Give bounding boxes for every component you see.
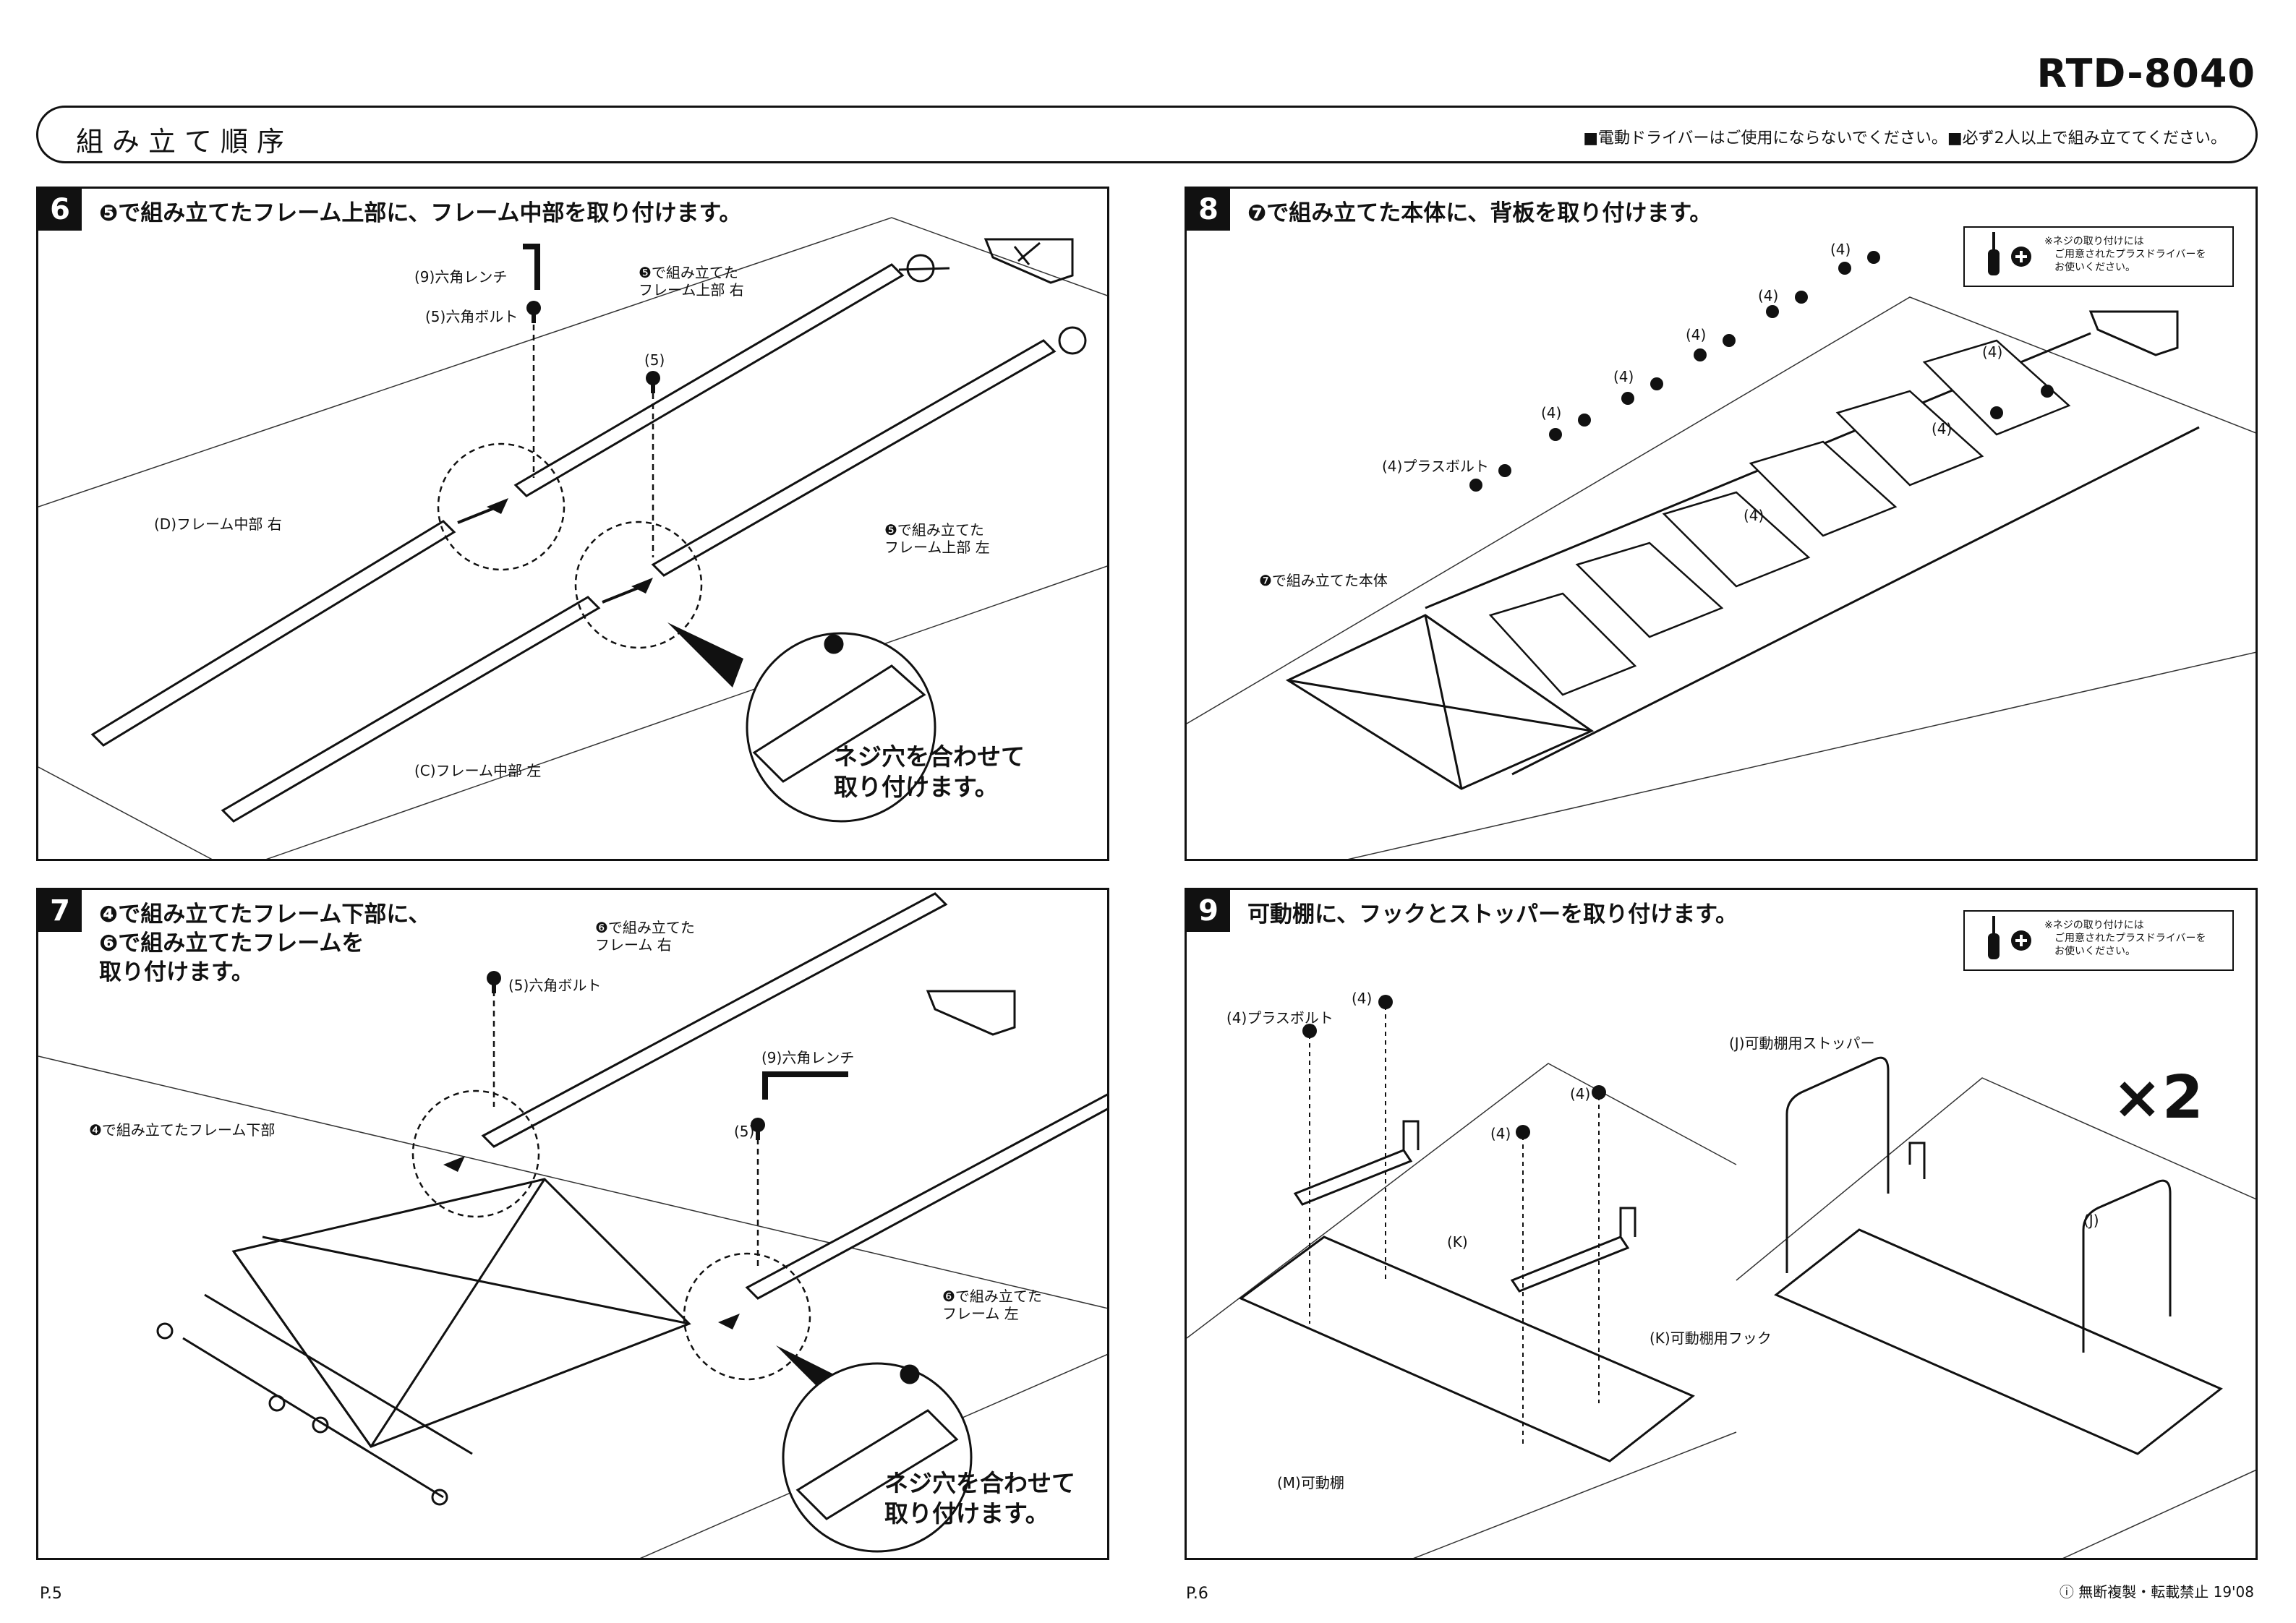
hex-wrench-icon <box>762 1071 848 1100</box>
j-label: (J) <box>2083 1212 2099 1229</box>
direction-arrow-icon <box>2088 310 2179 356</box>
bolt-icon <box>526 301 541 323</box>
step-7-diagram <box>38 892 1107 1558</box>
upper-frame-right <box>513 254 950 497</box>
qty-label: (4) <box>1744 507 1764 524</box>
wrench-label: (9)六角レンチ <box>761 1049 855 1066</box>
screwdriver-note: ※ネジの取り付けには ご用意されたプラスドライバーを お使いください。 <box>1963 226 2234 287</box>
qty-label: (4) <box>1830 241 1851 258</box>
bolt-icons <box>1302 995 1606 1139</box>
hex-wrench-icon <box>523 244 540 290</box>
direction-arrow-icon <box>983 238 1074 284</box>
bolt-label: (5)六角ボルト <box>508 977 602 994</box>
shelf-m <box>1239 1236 1695 1463</box>
step-number: 9 <box>1187 890 1230 932</box>
frame-right <box>481 892 948 1148</box>
step-6-diagram <box>38 217 1107 859</box>
qty-label: (4) <box>1490 1125 1511 1142</box>
page-number-left: P.5 <box>40 1585 62 1603</box>
qty-label: (4) <box>1570 1085 1591 1102</box>
qty-label: (4) <box>1686 326 1707 343</box>
note-text: ※ネジの取り付けには ご用意されたプラスドライバーを お使いください。 <box>2044 920 2206 957</box>
step-9-diagram <box>1187 995 2256 1558</box>
middle-frame-left <box>221 596 601 823</box>
middle-left-label: (C)フレーム中部 左 <box>414 762 542 779</box>
k-label: (K) <box>1447 1233 1468 1251</box>
lower-frame-label: ❹で組み立てたフレーム下部 <box>89 1121 276 1139</box>
frame-left <box>745 1093 1107 1300</box>
hook-k <box>1293 1120 1636 1293</box>
note-text: ※ネジの取り付けには ご用意されたプラスドライバーを お使いください。 <box>2044 236 2206 273</box>
stopper-j <box>1785 1056 2172 1353</box>
upper-right-label: ❺で組み立てた フレーム上部 右 <box>639 264 744 299</box>
step-title: ❼で組み立てた本体に、背板を取り付けます。 <box>1247 200 1712 226</box>
callout-text: ネジ穴を合わせて 取り付けます。 <box>884 1469 1075 1528</box>
copyright-note: ⓘ 無断複製・転載禁止 19'08 <box>2059 1583 2254 1601</box>
screwdriver-note: ※ネジの取り付けには ご用意されたプラスドライバーを お使いください。 <box>1963 910 2234 971</box>
upper-frame-left <box>651 326 1087 577</box>
page-number-right: P.6 <box>1186 1585 1208 1603</box>
header-bar: 組み立て順序 ■電動ドライバーはご使用にならないでください。■必ず2人以上で組み… <box>36 106 2258 163</box>
k-hook-label: (K)可動棚用フック <box>1650 1329 1772 1347</box>
step-7-panel: 7 ❹で組み立てたフレーム下部に、 ❻で組み立てたフレームを 取り付けます。 <box>36 888 1109 1560</box>
wrench-label: (9)六角レンチ <box>414 268 508 286</box>
step-8-panel: 8 ❼で組み立てた本体に、背板を取り付けます。 ※ネジの取り付けには ご用意され… <box>1185 187 2258 861</box>
shelf-j <box>1774 1228 2223 1455</box>
qty-label: (4) <box>1541 404 1562 421</box>
bolt-icon <box>487 971 501 993</box>
frame-left-label: ❻で組み立てた フレーム 左 <box>942 1288 1042 1322</box>
middle-frame-right <box>90 520 456 747</box>
bolt-icon <box>751 1118 765 1140</box>
back-panels <box>1488 339 2071 696</box>
qty-label: (4) <box>1982 343 2003 361</box>
screwdriver-icon <box>1988 232 2031 275</box>
page-title: 組み立て順序 <box>76 126 294 158</box>
direction-arrow-icon <box>926 990 1016 1036</box>
bolt5-label: (5) <box>644 351 665 369</box>
j-stopper-label: (J)可動棚用ストッパー <box>1729 1035 1875 1052</box>
bolt-icon <box>646 371 660 393</box>
middle-right-label: (D)フレーム中部 右 <box>154 515 282 533</box>
bolt5-label: (5) <box>734 1123 755 1140</box>
safety-notice: ■電動ドライバーはご使用にならないでください。■必ず2人以上で組み立ててください… <box>1583 129 2227 147</box>
lower-frame <box>156 1178 691 1506</box>
step-9-panel: 9 可動棚に、フックとストッパーを取り付けます。 ※ネジの取り付けには ご用意さ… <box>1185 888 2258 1560</box>
bolt-icons <box>1469 251 2054 492</box>
m-shelf-label: (M)可動棚 <box>1277 1474 1344 1491</box>
step-6-panel: 6 ❺で組み立てたフレーム上部に、フレーム中部を取り付けます。 <box>36 187 1109 861</box>
qty-label: (4) <box>1613 368 1634 385</box>
model-number: RTD-8040 <box>2036 51 2256 96</box>
step-title: 可動棚に、フックとストッパーを取り付けます。 <box>1247 902 1738 928</box>
step-number: 6 <box>38 189 82 231</box>
step-number: 7 <box>38 890 82 932</box>
plus-bolt-label: (4)プラスボルト <box>1382 458 1489 475</box>
plus-bolt-label: (4)プラスボルト <box>1226 1009 1333 1027</box>
step-title: ❺で組み立てたフレーム上部に、フレーム中部を取り付けます。 <box>99 200 742 226</box>
step-8-diagram <box>1187 251 2256 859</box>
quantity-x2: ×2 <box>2112 1063 2203 1132</box>
qty-label: (4) <box>1932 420 1953 437</box>
qty-label: (4) <box>1758 287 1779 304</box>
upper-left-label: ❺で組み立てた フレーム上部 左 <box>884 521 990 556</box>
screwdriver-icon <box>1988 916 2031 959</box>
step-number: 8 <box>1187 189 1230 231</box>
body-label: ❼で組み立てた本体 <box>1259 572 1388 589</box>
step-title: ❹で組み立てたフレーム下部に、 ❻で組み立てたフレームを 取り付けます。 <box>99 902 431 985</box>
frame-right-label: ❻で組み立てた フレーム 右 <box>595 919 695 954</box>
bolt-label: (5)六角ボルト <box>425 308 518 325</box>
callout-text: ネジ穴を合わせて 取り付けます。 <box>834 742 1025 801</box>
qty-label: (4) <box>1352 990 1373 1007</box>
